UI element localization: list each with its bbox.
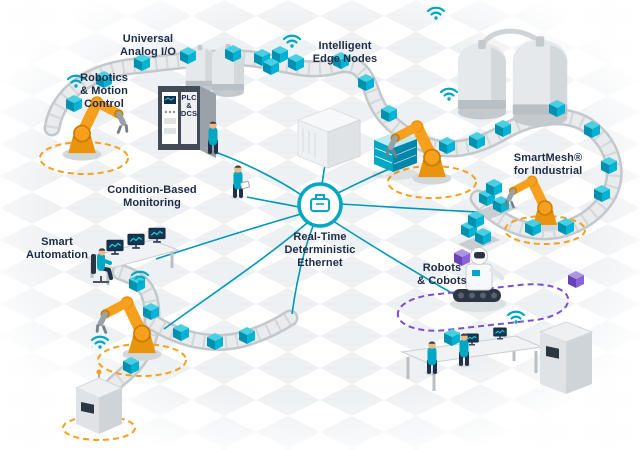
- edge-control-cabinet: [296, 107, 362, 169]
- label-real-time-deterministic-ethernet: Real-Time Deterministic Ethernet: [284, 231, 356, 269]
- ethernet-hub-icon: [297, 182, 343, 228]
- cobot-lane-dashed-path: [396, 283, 570, 332]
- label-robotics-motion-control: Robotics & Motion Control: [80, 72, 128, 110]
- label-intelligent-edge-nodes: Intelligent Edge Nodes: [312, 40, 378, 65]
- tracked-cobot: [450, 247, 506, 312]
- smartmesh-pallet-stacks: [458, 179, 518, 251]
- silo-tanks-top-right: [458, 28, 568, 127]
- label-plc-dcs: PLC & DCS: [180, 93, 198, 118]
- label-smartmesh-for-industrial: SmartMesh® for Industrial: [513, 152, 583, 177]
- plc-dcs-cabinet: [158, 86, 216, 158]
- smart-automation-desk: [84, 226, 180, 285]
- workers: [206, 121, 471, 375]
- bottom-left-machine: [74, 369, 124, 434]
- seated-operator: [91, 248, 113, 283]
- label-smart-automation: Smart Automation: [25, 236, 89, 261]
- label-universal-analog-io: Universal Analog I/O: [120, 33, 176, 58]
- inspection-machine: [538, 321, 594, 394]
- label-condition-based-monitoring: Condition-Based Monitoring: [107, 184, 197, 209]
- cobot-workcell: [400, 247, 594, 394]
- label-robots-cobots: Robots & Cobots: [417, 262, 467, 287]
